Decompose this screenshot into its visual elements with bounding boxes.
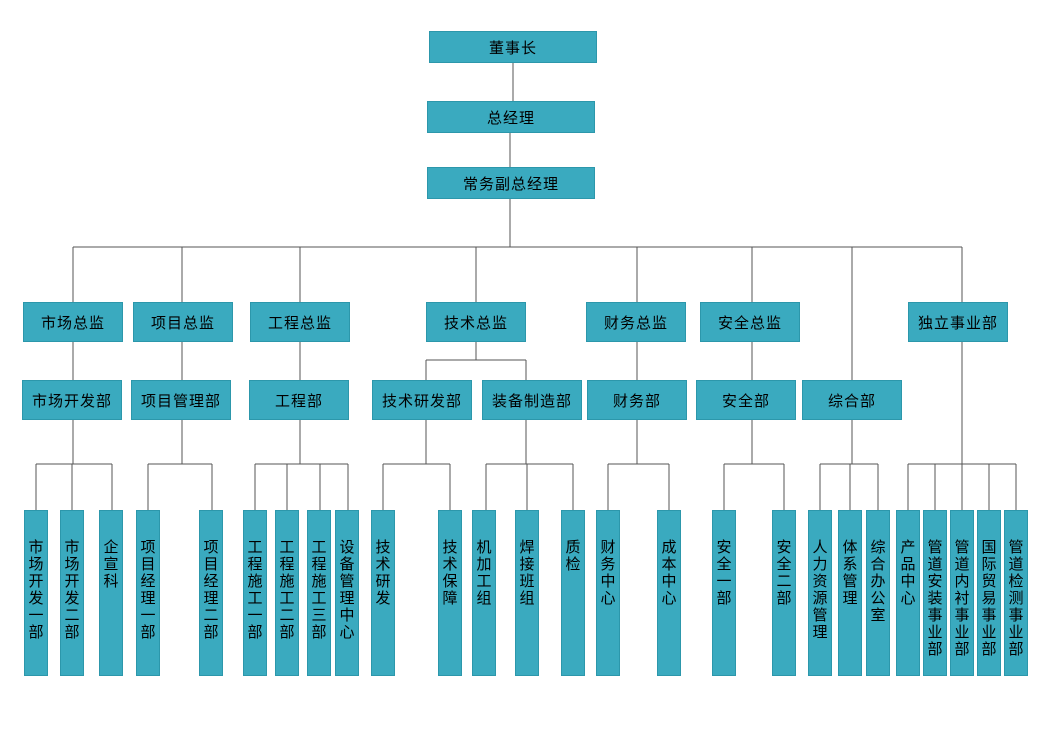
node-label: 技术研发部 <box>381 391 462 410</box>
node-label: 市场开发二部 <box>62 539 81 641</box>
node-chairman: 董事长 <box>429 31 597 63</box>
node-label: 机加工组 <box>474 539 493 607</box>
node-label: 财务总监 <box>603 313 668 332</box>
node-machining: 机加工组 <box>472 510 496 676</box>
node-label: 人力资源管理 <box>810 539 829 641</box>
node-pm-1: 项目经理一部 <box>136 510 160 676</box>
node-welding: 焊接班组 <box>515 510 539 676</box>
node-label: 成本中心 <box>659 539 678 607</box>
node-pm-2: 项目经理二部 <box>199 510 223 676</box>
node-label: 工程施工三部 <box>309 539 328 641</box>
node-label: 装备制造部 <box>491 391 572 410</box>
node-tech-rd-dept: 技术研发部 <box>372 380 472 420</box>
node-label: 财务中心 <box>598 539 617 607</box>
node-label: 国际贸易事业部 <box>979 539 998 658</box>
node-label: 技术保障 <box>440 539 459 607</box>
node-safety-dept: 安全部 <box>696 380 796 420</box>
node-hr: 人力资源管理 <box>808 510 832 676</box>
node-executive-vp: 常务副总经理 <box>427 167 595 199</box>
node-construction-1: 工程施工一部 <box>243 510 267 676</box>
node-label: 管道内衬事业部 <box>952 539 971 658</box>
node-label: 体系管理 <box>840 539 859 607</box>
node-label: 技术研发 <box>373 539 392 607</box>
node-tech-research: 技术研发 <box>371 510 395 676</box>
node-label: 董事长 <box>488 38 537 57</box>
node-construction-3: 工程施工三部 <box>307 510 331 676</box>
node-label: 安全部 <box>721 391 770 410</box>
node-market-director: 市场总监 <box>23 302 123 342</box>
node-label: 项目经理一部 <box>138 539 157 641</box>
node-general-office: 综合办公室 <box>866 510 890 676</box>
node-label: 项目总监 <box>150 313 215 332</box>
node-tech-director: 技术总监 <box>426 302 526 342</box>
node-general-dept: 综合部 <box>802 380 902 420</box>
node-construction-2: 工程施工二部 <box>275 510 299 676</box>
node-independent-division: 独立事业部 <box>908 302 1008 342</box>
node-engineering-dept: 工程部 <box>249 380 349 420</box>
node-safety-1: 安全一部 <box>712 510 736 676</box>
node-label: 企宣科 <box>101 539 120 590</box>
node-tech-support: 技术保障 <box>438 510 462 676</box>
node-label: 财务部 <box>612 391 661 410</box>
node-label: 总经理 <box>486 108 535 127</box>
node-system-mgmt: 体系管理 <box>838 510 862 676</box>
node-label: 市场开发一部 <box>26 539 45 641</box>
node-market-dev-dept: 市场开发部 <box>22 380 122 420</box>
node-label: 工程施工一部 <box>245 539 264 641</box>
node-label: 安全二部 <box>774 539 793 607</box>
node-product-center: 产品中心 <box>896 510 920 676</box>
node-market-dev-2: 市场开发二部 <box>60 510 84 676</box>
node-equipment-center: 设备管理中心 <box>335 510 359 676</box>
node-publicity: 企宣科 <box>99 510 123 676</box>
node-label: 项目管理部 <box>140 391 221 410</box>
node-label: 技术总监 <box>443 313 508 332</box>
node-label: 焊接班组 <box>517 539 536 607</box>
node-label: 安全总监 <box>717 313 782 332</box>
node-label: 工程总监 <box>267 313 332 332</box>
node-label: 常务副总经理 <box>462 174 559 193</box>
node-intl-trade: 国际贸易事业部 <box>977 510 1001 676</box>
node-label: 工程部 <box>274 391 323 410</box>
node-equipment-mfg-dept: 装备制造部 <box>482 380 582 420</box>
node-pipe-inspection: 管道检测事业部 <box>1004 510 1028 676</box>
node-label: 安全一部 <box>714 539 733 607</box>
node-engineering-director: 工程总监 <box>250 302 350 342</box>
node-label: 独立事业部 <box>917 313 998 332</box>
node-safety-director: 安全总监 <box>700 302 800 342</box>
node-project-mgmt-dept: 项目管理部 <box>131 380 231 420</box>
node-label: 工程施工二部 <box>277 539 296 641</box>
node-label: 设备管理中心 <box>337 539 356 641</box>
node-finance-center: 财务中心 <box>596 510 620 676</box>
node-label: 产品中心 <box>898 539 917 607</box>
node-label: 综合部 <box>827 391 876 410</box>
node-finance-director: 财务总监 <box>586 302 686 342</box>
node-finance-dept: 财务部 <box>587 380 687 420</box>
node-general-manager: 总经理 <box>427 101 595 133</box>
node-pipe-install: 管道安装事业部 <box>923 510 947 676</box>
node-label: 市场开发部 <box>31 391 112 410</box>
node-pipe-lining: 管道内衬事业部 <box>950 510 974 676</box>
node-label: 综合办公室 <box>868 539 887 624</box>
node-market-dev-1: 市场开发一部 <box>24 510 48 676</box>
node-project-director: 项目总监 <box>133 302 233 342</box>
node-label: 管道检测事业部 <box>1006 539 1025 658</box>
node-label: 管道安装事业部 <box>925 539 944 658</box>
node-label: 项目经理二部 <box>201 539 220 641</box>
node-cost-center: 成本中心 <box>657 510 681 676</box>
node-safety-2: 安全二部 <box>772 510 796 676</box>
node-quality: 质检 <box>561 510 585 676</box>
node-label: 质检 <box>563 539 582 573</box>
node-label: 市场总监 <box>40 313 105 332</box>
